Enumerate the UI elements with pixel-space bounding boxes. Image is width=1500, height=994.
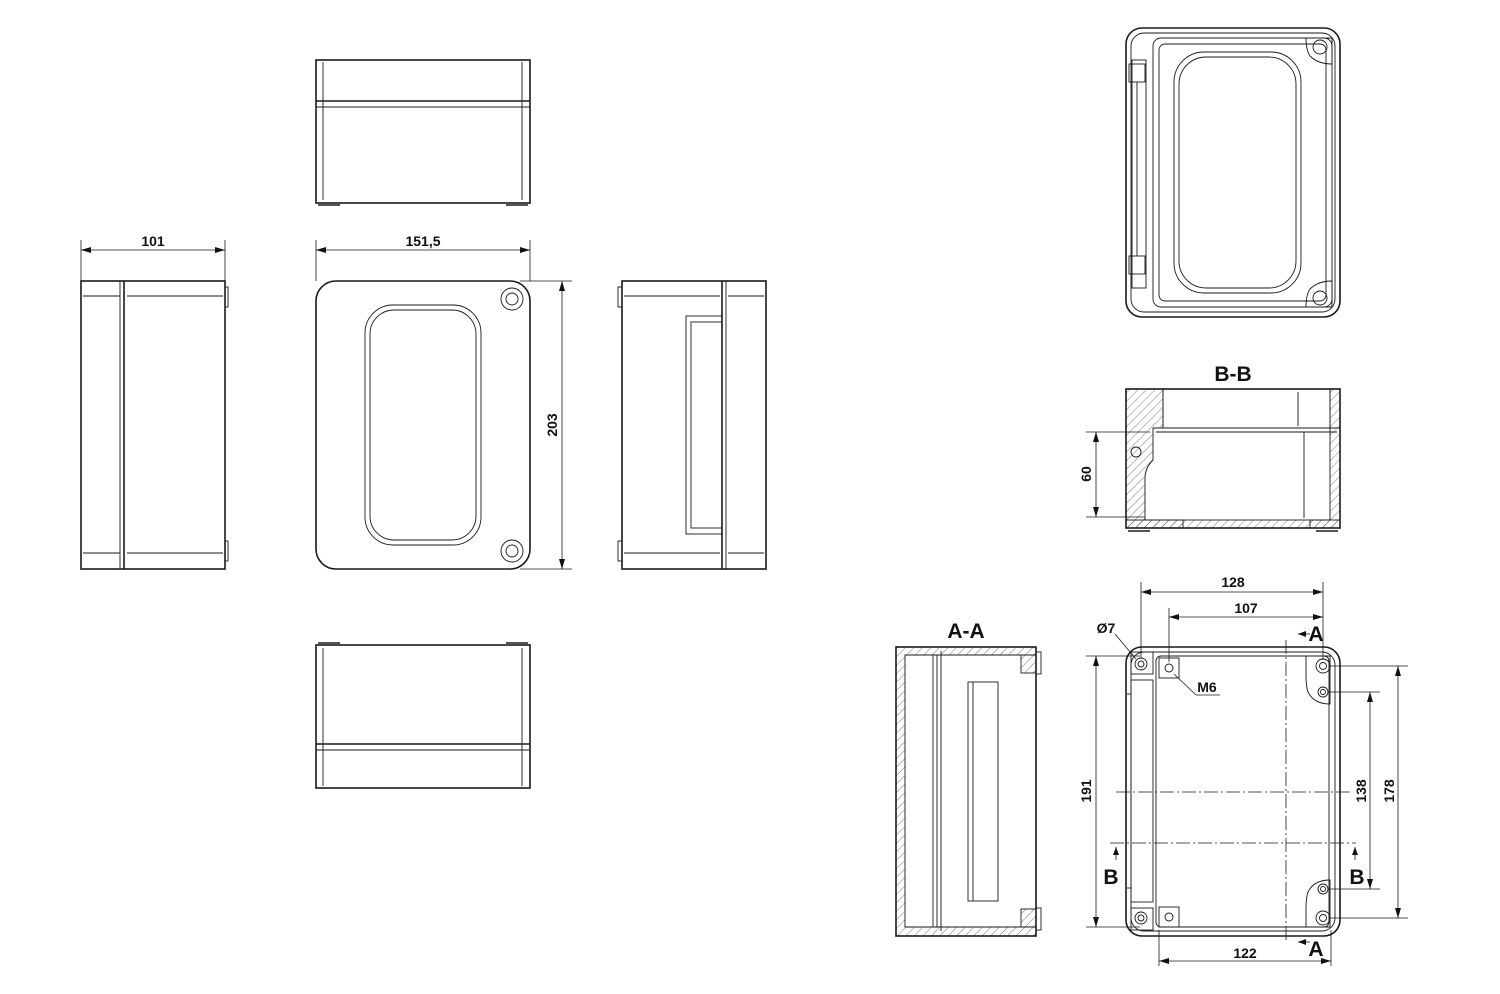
section-marker-b-left: B xyxy=(1103,866,1118,889)
dim-m6-label: M6 xyxy=(1197,679,1217,695)
front-view xyxy=(315,280,531,570)
section-aa-title: A-A xyxy=(947,620,984,643)
dim-151-5-label: 151,5 xyxy=(405,233,440,249)
dimensions-main xyxy=(80,240,572,570)
dim-191-label: 191 xyxy=(1078,779,1094,803)
dim-101-label: 101 xyxy=(141,233,165,249)
dim-107-label: 107 xyxy=(1234,600,1258,616)
right-side-view xyxy=(617,280,767,570)
dim-hole-diameter-label: Ø7 xyxy=(1097,620,1116,636)
section-marker-a-top: A xyxy=(1308,623,1323,646)
top-view xyxy=(315,59,531,206)
inside-view xyxy=(1125,27,1341,318)
section-aa: A-A xyxy=(895,620,1042,937)
dim-60-label: 60 xyxy=(1078,466,1094,482)
dimensions-base xyxy=(1086,582,1408,966)
dim-122-label: 122 xyxy=(1233,945,1257,961)
section-marker-b-right: B xyxy=(1349,866,1364,889)
section-bb: B-B xyxy=(1086,363,1341,532)
section-marker-a-bottom: A xyxy=(1308,938,1323,961)
base-view xyxy=(1110,640,1356,940)
left-side-view xyxy=(80,280,229,570)
section-bb-title: B-B xyxy=(1214,363,1251,386)
dim-128-label: 128 xyxy=(1221,574,1245,590)
dim-178-label: 178 xyxy=(1381,779,1397,803)
dim-203-label: 203 xyxy=(544,413,560,437)
dim-138-label: 138 xyxy=(1353,779,1369,803)
bottom-view xyxy=(315,642,531,789)
